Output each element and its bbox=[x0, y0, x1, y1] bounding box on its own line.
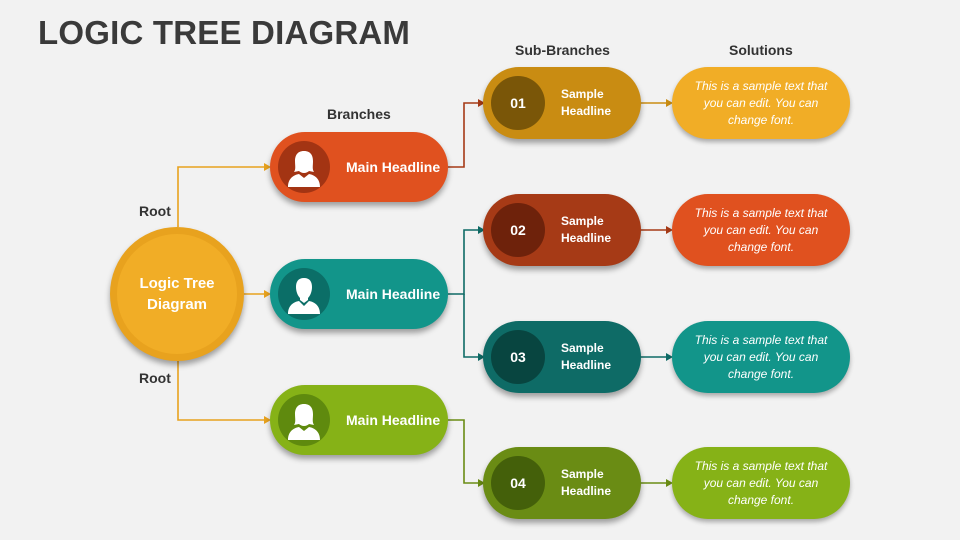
woman-icon bbox=[288, 151, 320, 187]
branch-2-avatar bbox=[278, 268, 330, 320]
sub-branch-04-text: Sample Headline bbox=[561, 467, 612, 498]
root-node: Logic Tree Diagram bbox=[110, 227, 244, 361]
sub-branches-column-label: Sub-Branches bbox=[515, 42, 610, 58]
sub-connectors bbox=[640, 99, 673, 487]
solution-2: This is a sample text that you can edit.… bbox=[672, 194, 850, 266]
root-label-top: Root bbox=[139, 203, 171, 219]
branches-column-label: Branches bbox=[327, 106, 391, 122]
solution-1: This is a sample text that you can edit.… bbox=[672, 67, 850, 139]
solutions-column-label: Solutions bbox=[729, 42, 793, 58]
woman-icon bbox=[288, 404, 320, 440]
solution-4: This is a sample text that you can edit.… bbox=[672, 447, 850, 519]
sub-branch-04-number: 04 bbox=[491, 456, 545, 510]
sub-branch-01-number: 01 bbox=[491, 76, 545, 130]
sub-branch-03-text: Sample Headline bbox=[561, 341, 612, 372]
branch-2: Main Headline bbox=[270, 259, 448, 329]
sub-branch-02-number: 02 bbox=[491, 203, 545, 257]
page-title: LOGIC TREE DIAGRAM bbox=[38, 14, 411, 51]
root-node-text: Logic Tree Diagram bbox=[117, 234, 237, 354]
sub-branch-04: 04 Sample Headline bbox=[483, 447, 641, 519]
sub-branch-02-text: Sample Headline bbox=[561, 214, 612, 245]
branch-1-avatar bbox=[278, 141, 330, 193]
sub-branch-01: 01 Sample Headline bbox=[483, 67, 641, 139]
sub-branch-02: 02 Sample Headline bbox=[483, 194, 641, 266]
sub-branch-03: 03 Sample Headline bbox=[483, 321, 641, 393]
sub-branch-03-number: 03 bbox=[491, 330, 545, 384]
man-icon bbox=[288, 278, 320, 314]
branch-2-text: Main Headline bbox=[346, 285, 441, 302]
sub-branch-01-text: Sample Headline bbox=[561, 87, 612, 118]
root-label-bottom: Root bbox=[139, 370, 171, 386]
branch-3-avatar bbox=[278, 394, 330, 446]
branch-1-text: Main Headline bbox=[346, 158, 441, 175]
solution-3: This is a sample text that you can edit.… bbox=[672, 321, 850, 393]
branch-connectors bbox=[448, 99, 485, 487]
branch-3-text: Main Headline bbox=[346, 411, 441, 428]
branch-3: Main Headline bbox=[270, 385, 448, 455]
branch-1: Main Headline bbox=[270, 132, 448, 202]
root-connectors bbox=[177, 163, 271, 424]
